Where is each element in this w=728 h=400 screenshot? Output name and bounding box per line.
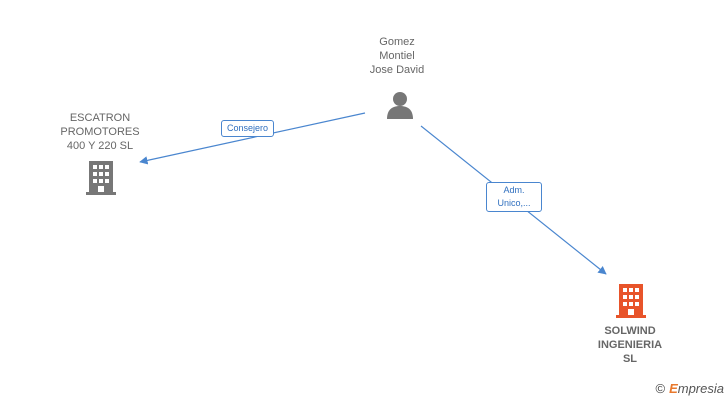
person-icon[interactable] (385, 91, 415, 124)
company-solwind-name[interactable]: SOLWIND INGENIERIA SL (597, 325, 663, 365)
edge-person-to-escatron (139, 112, 366, 165)
edge-label-adm-unico[interactable]: Adm. Unico,... (486, 182, 542, 212)
brand-name: Empresia (669, 381, 724, 396)
building-icon[interactable] (86, 161, 116, 200)
brand-logo: © Empresia (655, 381, 724, 396)
building-icon[interactable] (616, 284, 646, 323)
edge-label-consejero[interactable]: Consejero (221, 120, 275, 137)
copyright-icon: © (655, 381, 666, 396)
company-escatron-name[interactable]: ESCATRON PROMOTORES 400 Y 220 SL (60, 112, 140, 152)
person-name[interactable]: Gomez Montiel Jose David (369, 36, 425, 76)
